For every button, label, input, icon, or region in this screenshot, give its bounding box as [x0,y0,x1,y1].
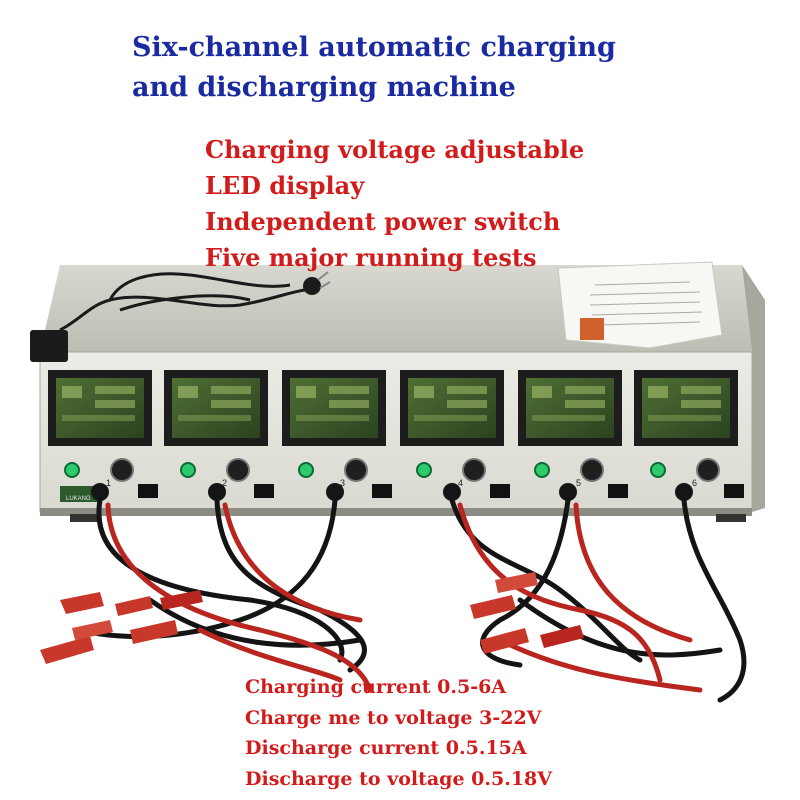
channel-4 [400,370,510,498]
feature-item: Charging voltage adjustable [205,135,585,164]
feature-item: Five major running tests [205,243,537,272]
channel-modules [48,370,744,502]
product-title: Six-channel automatic charging and disch… [132,28,772,108]
channel-number-2: 2 [222,478,227,488]
clamps-left [40,590,203,664]
brand-label: LUKANG [66,496,91,502]
feature-item: LED display [205,171,365,200]
channel-number-1: 1 [106,478,111,488]
spec-list: Charging current 0.5-6A Charge me to vol… [245,672,765,794]
channel-number-5: 5 [576,478,581,488]
channel-6 [634,370,744,498]
spec-item: Charging current 0.5-6A [245,676,507,698]
spec-item: Charge me to voltage 3-22V [245,706,542,729]
feature-list: Charging voltage adjustable LED display … [205,132,765,276]
channel-2 [164,370,274,498]
spec-item: Discharge to voltage 0.5.18V [245,767,553,790]
feature-item: Independent power switch [205,207,561,236]
power-cord [59,272,306,332]
channel-3 [282,370,392,498]
spec-item: Discharge current 0.5.15A [245,737,527,759]
iec-plug [30,330,68,362]
product-title-line-2: and discharging machine [132,72,516,103]
product-title-line-1: Six-channel automatic charging [132,32,616,63]
cabinet-side [742,265,765,512]
cables-red [105,502,703,693]
wall-plug [303,277,321,295]
channel-number-4: 4 [458,478,463,488]
channel-5 [518,370,628,498]
channel-number-3: 3 [340,478,345,488]
cable-connectors [91,483,693,501]
clamps-right [470,572,584,654]
channel-1 [48,370,158,502]
channel-number-6: 6 [692,478,697,488]
